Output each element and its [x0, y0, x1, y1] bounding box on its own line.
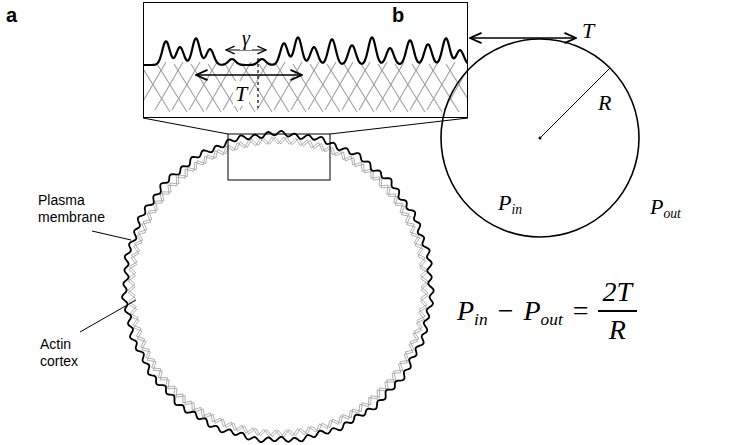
- actin-filament: [293, 64, 323, 112]
- actin-filament: [276, 64, 306, 112]
- actin-zigzag: [128, 137, 428, 437]
- panel-letter: a: [6, 4, 17, 27]
- actin-filament: [359, 62, 387, 110]
- leader-line: [80, 300, 136, 332]
- actin-filament: [325, 62, 353, 110]
- zoom-line: [330, 118, 468, 134]
- actin-filament: [427, 62, 455, 110]
- actin-filament: [172, 62, 200, 110]
- pressure-label: Pin: [498, 190, 522, 215]
- actin-filament: [191, 64, 221, 112]
- actin-filament: [361, 64, 391, 112]
- actin-filament: [225, 64, 255, 112]
- part-label: Plasma membrane: [38, 192, 118, 226]
- actin-cortex-ring: [128, 137, 428, 437]
- dashed-marker: [257, 58, 258, 108]
- tension-arrow: [196, 74, 302, 76]
- actin-filament: [223, 62, 251, 110]
- actin-filament: [259, 64, 289, 112]
- actin-filament: [308, 62, 336, 110]
- actin-filament: [378, 64, 408, 112]
- actin-filament: [206, 62, 234, 110]
- zoom-inset-box: γT: [143, 2, 468, 118]
- part-label: Actin cortex: [40, 336, 100, 370]
- actin-filament: [274, 62, 302, 110]
- actin-filament: [291, 62, 319, 110]
- equation-denominator: R: [609, 314, 626, 346]
- actin-filament: [144, 62, 166, 110]
- actin-filament: [157, 64, 187, 112]
- equation-term: Pin: [457, 295, 488, 327]
- zoom-box: [228, 134, 330, 180]
- actin-filament: [174, 64, 204, 112]
- actin-filament: [144, 64, 170, 112]
- gamma-label: γ: [240, 27, 252, 50]
- circle-outline: [440, 38, 640, 238]
- tension-label: T: [582, 18, 594, 43]
- equation-term: Pout: [523, 295, 562, 327]
- cell-circle: R Pin: [440, 38, 640, 238]
- actin-filament: [344, 64, 374, 112]
- equation-operator: =: [573, 295, 589, 327]
- actin-filament: [342, 62, 370, 110]
- equation-numerator: 2T: [603, 276, 633, 308]
- actin-filament: [310, 64, 340, 112]
- panel-letter: b: [392, 4, 404, 27]
- zoom-line: [143, 118, 228, 134]
- membrane-profile: [144, 37, 467, 65]
- center-dot: [539, 137, 542, 140]
- actin-filaments: [144, 62, 467, 112]
- actin-filament: [410, 62, 438, 110]
- pressure-label: Pout: [650, 194, 681, 219]
- actin-filament: [395, 64, 425, 112]
- actin-filament: [412, 64, 442, 112]
- actin-filament: [376, 62, 404, 110]
- actin-zigzag: [128, 137, 428, 437]
- tension-arrow: [470, 37, 576, 39]
- actin-filament: [257, 62, 285, 110]
- radius-label: R: [598, 90, 611, 115]
- equation-operator: −: [498, 295, 514, 327]
- actin-filament: [155, 62, 183, 110]
- actin-filament: [393, 62, 421, 110]
- actin-filament: [189, 62, 217, 110]
- tension-label: T: [233, 81, 249, 106]
- leader-line: [92, 231, 131, 240]
- circle-outline: [441, 39, 639, 237]
- fraction-bar: [598, 310, 638, 312]
- actin-filament: [327, 64, 357, 112]
- plasma-membrane-ring: [122, 131, 434, 442]
